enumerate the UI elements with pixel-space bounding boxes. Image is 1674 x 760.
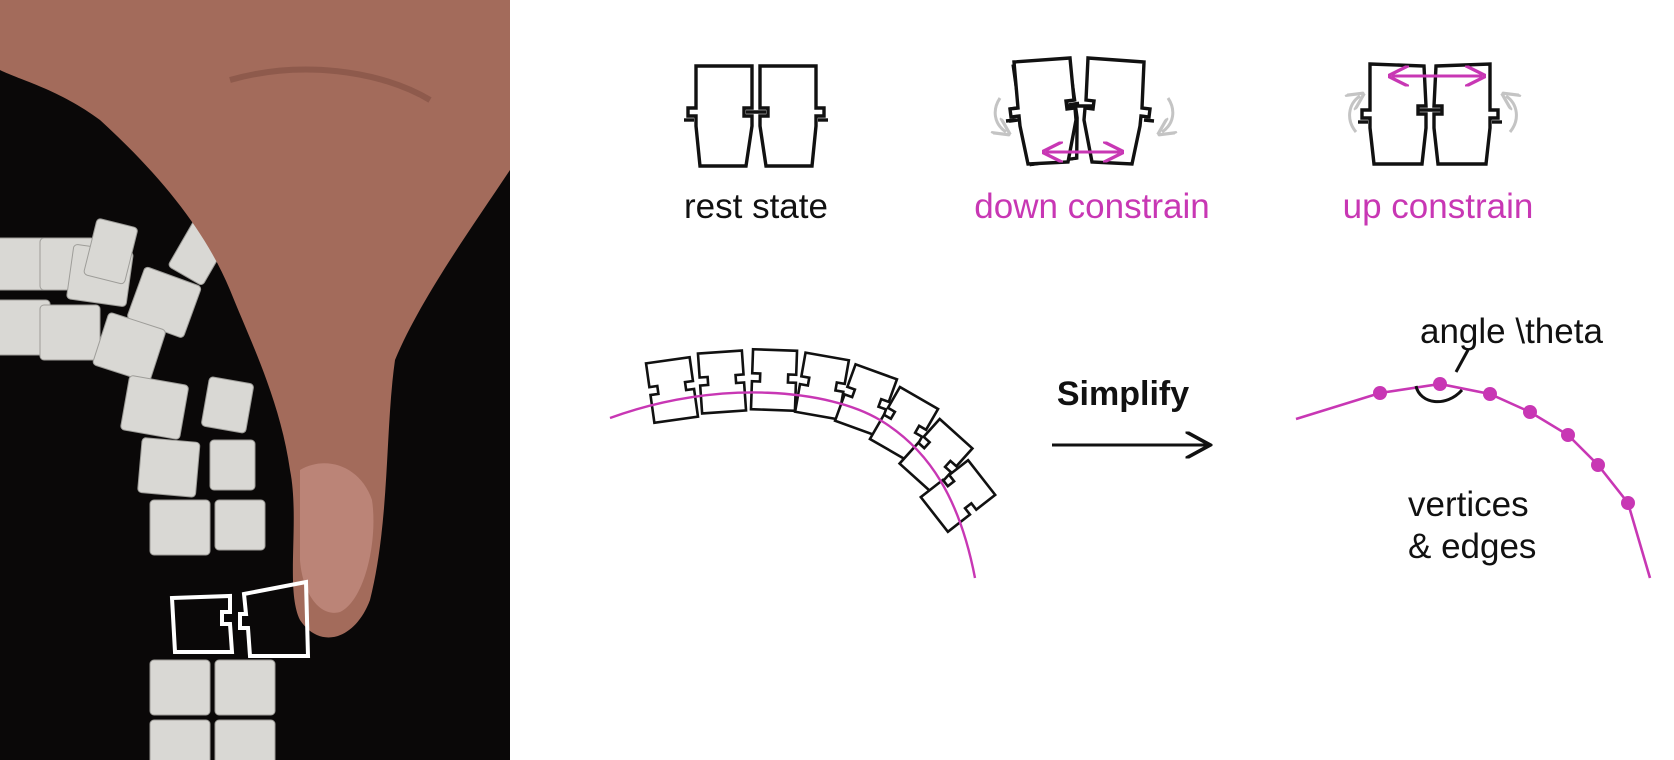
up-constrain-label: up constrain	[1343, 187, 1534, 226]
vertex-dot	[1433, 377, 1447, 391]
vertices-label-line2: & edges	[1408, 527, 1536, 566]
angle-arc	[1414, 385, 1464, 404]
rotate-arrow-right-icon	[1162, 97, 1173, 132]
curved-chain-icon	[609, 347, 997, 579]
down-constrain-icon	[1001, 48, 1158, 167]
vertex-dot	[1523, 405, 1537, 419]
angle-leader	[1454, 349, 1470, 373]
rotate-arrow-up-left-icon	[1350, 96, 1360, 133]
rest-state-label: rest state	[684, 187, 828, 226]
chain-link	[749, 347, 799, 413]
vertex-polyline-icon	[1295, 349, 1652, 579]
down-constrain-label: down constrain	[974, 187, 1209, 226]
vertex-dot	[1373, 386, 1387, 400]
vertex-dot	[1591, 458, 1605, 472]
hand	[0, 0, 510, 638]
highlighted-link-outline	[169, 579, 311, 658]
rest-state-icon	[682, 64, 830, 168]
rotate-arrow-left-icon	[995, 97, 1006, 132]
vertex-dot	[1561, 428, 1575, 442]
up-constrain-icon	[1358, 62, 1502, 166]
rotate-arrow-up-right-icon	[1506, 96, 1516, 133]
vertex-dot	[1483, 387, 1497, 401]
photo-panel	[0, 0, 510, 760]
vertex-dot	[1621, 496, 1635, 510]
printed-chain	[0, 214, 276, 760]
simplify-label: Simplify	[1057, 375, 1189, 413]
vertices-label-line1: vertices	[1408, 485, 1529, 524]
chain-centerline	[609, 391, 977, 579]
chain-link	[696, 349, 748, 415]
angle-label: angle \theta	[1420, 312, 1603, 351]
chain-link	[644, 355, 700, 425]
